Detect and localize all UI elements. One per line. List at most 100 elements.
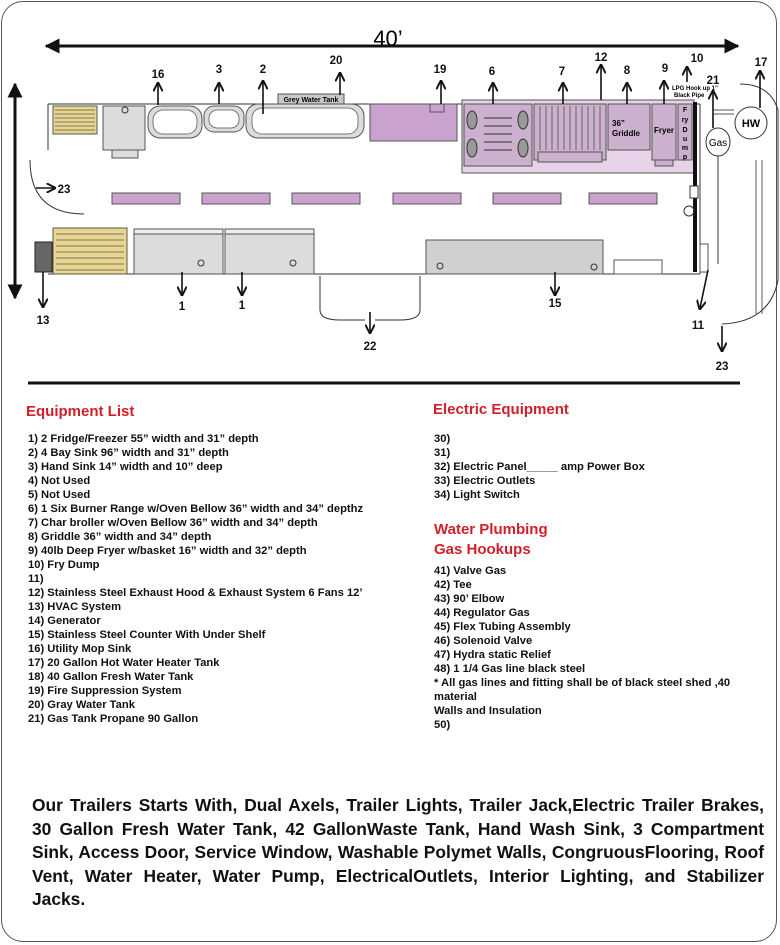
fridge-freezer-2 — [224, 228, 315, 275]
equipment-list: 1) 2 Fridge/Freezer 55” width and 31” de… — [28, 432, 423, 726]
callout-17: 17 — [755, 57, 768, 69]
list-item: 34) Light Switch — [434, 489, 520, 501]
list-item: 11) — [28, 573, 44, 585]
list-item: 45) Flex Tubing Assembly — [434, 621, 571, 633]
callout-arrows — [36, 66, 760, 350]
callout-3: 3 — [216, 64, 222, 76]
stainless-steel-counter — [425, 239, 604, 275]
callout-13: 13 — [37, 315, 50, 327]
list-item: 20) Gray Water Tank — [28, 699, 135, 711]
hvac-unit — [34, 241, 53, 273]
list-item: 17) 20 Gallon Hot Water Heater Tank — [28, 657, 220, 669]
list-item: 16) Utility Mop Sink — [28, 643, 132, 655]
list-item: 4) Not Used — [28, 475, 91, 487]
fry-dump-label-2: ry — [682, 117, 689, 124]
callout-10: 10 — [691, 53, 704, 65]
list-item: 42) Tee — [434, 579, 472, 591]
list-item: 9) 40lb Deep Fryer w/basket 16” width an… — [28, 545, 307, 557]
water-plumbing-title: Water Plumbing — [434, 521, 548, 538]
service-window — [613, 259, 663, 275]
lpg-label-line2: Black Pipe — [674, 93, 705, 99]
callout-22: 22 — [364, 341, 377, 353]
hand-sink — [203, 105, 245, 133]
griddle-label: Griddle — [612, 129, 641, 138]
list-item: 31) — [434, 447, 451, 459]
fry-dump-label-1: F — [683, 107, 688, 114]
list-item: 33) Electric Outlets — [434, 475, 536, 487]
list-item: 41) Valve Gas — [434, 565, 507, 577]
list-item: 18) 40 Gallon Fresh Water Tank — [28, 671, 194, 683]
list-item: 15) Stainless Steel Counter With Under S… — [28, 629, 266, 641]
fire-suppression-system — [369, 103, 458, 142]
list-item: 19) Fire Suppression System — [28, 685, 182, 697]
grey-water-tank: Grey Water Tank — [277, 93, 345, 105]
utility-mop-sink — [102, 105, 146, 159]
center-rail — [111, 192, 658, 205]
callout-16: 16 — [152, 69, 165, 81]
list-item: 44) Regulator Gas — [434, 607, 530, 619]
four-bay-sink — [147, 105, 203, 139]
list-item: 47) Hydra static Relief — [434, 649, 551, 661]
list-item: 1) 2 Fridge/Freezer 55” width and 31” de… — [28, 433, 259, 445]
callout-2: 2 — [260, 64, 266, 76]
width-dimension-label: 40’ — [373, 26, 402, 51]
gas-hookups-title: Gas Hookups — [434, 541, 531, 558]
list-item: 21) Gas Tank Propane 90 Gallon — [28, 713, 199, 725]
callout-1-first: 1 — [179, 301, 186, 313]
griddle-size-label: 36” — [612, 119, 625, 128]
list-item: 14) Generator — [28, 615, 101, 627]
list-item: 43) 90’ Elbow — [434, 593, 505, 605]
griddle: 36” Griddle — [607, 103, 651, 151]
list-item: 50) — [434, 719, 451, 731]
list-item: 3) Hand Sink 14” width and 10” deep — [28, 461, 223, 473]
list-item: 6) 1 Six Burner Range w/Oven Bellow 36” … — [28, 503, 364, 515]
water-gas-list: 41) Valve Gas 42) Tee 43) 90’ Elbow 44) Reg… — [434, 564, 759, 732]
callout-1-second: 1 — [239, 300, 246, 312]
fry-dump-label-6: p — [683, 154, 687, 161]
list-item: * All gas lines and fitting shall be of … — [434, 677, 731, 703]
valve-icon — [689, 185, 699, 199]
list-item: 30) — [434, 433, 451, 445]
fresh-water-tank-top — [52, 105, 98, 135]
grey-water-tank-label: Grey Water Tank — [284, 97, 339, 104]
gas-tank-label: Gas — [709, 138, 727, 149]
deep-fryer: Fryer — [651, 103, 677, 167]
callout-19: 19 — [434, 64, 447, 76]
callout-numbers: 16 3 2 20 19 6 7 12 8 9 10 21 17 23 13 1… — [37, 52, 768, 373]
six-burner-range — [463, 103, 533, 167]
lpg-label-line1: LPG Hook up 1” — [672, 86, 718, 92]
fry-dump-label-3: D — [682, 127, 687, 134]
list-item: 46) Solenoid Valve — [434, 635, 533, 647]
list-item: 48) 1 1/4 Gas line black steel — [434, 663, 586, 675]
char-broiler — [533, 103, 607, 163]
list-item: 32) Electric Panel_____ amp Power Box — [434, 461, 645, 473]
list-item: Walls and Insulation — [434, 705, 542, 717]
callout-11: 11 — [692, 320, 705, 332]
three-compartment-sink — [245, 103, 365, 139]
floor-plan: 40’ — [7, 26, 779, 385]
width-dimension: 40’ — [44, 26, 740, 54]
fry-dump-label-4: u — [683, 136, 687, 143]
callout-23-left: 23 — [58, 184, 71, 196]
hot-water-heater-label: HW — [742, 118, 761, 130]
electric-equipment-list: 30) 31) 32) Electric Panel_____ amp Power … — [434, 432, 764, 502]
callout-6: 6 — [489, 66, 495, 78]
side-panel — [699, 243, 709, 273]
list-item: 5) Not Used — [28, 489, 91, 501]
fry-dump-label-5: m — [682, 145, 688, 152]
callout-7: 7 — [559, 66, 565, 78]
list-item: 8) Griddle 36” width and 34” depth — [28, 531, 212, 543]
fresh-water-tank-bottom — [52, 227, 128, 275]
fridge-freezer-1 — [133, 228, 224, 275]
hot-water-heater: HW — [734, 106, 768, 140]
electric-equipment-title: Electric Equipment — [433, 401, 569, 418]
equipment-list-title: Equipment List — [26, 403, 135, 420]
list-item: 10) Fry Dump — [28, 559, 100, 571]
callout-9: 9 — [662, 63, 668, 75]
gas-tank: Gas — [705, 127, 731, 157]
list-item: 7) Char broller w/Oven Bellow 36” width … — [28, 517, 318, 529]
callout-8: 8 — [624, 65, 631, 77]
callout-23-right: 23 — [716, 361, 729, 373]
list-item: 13) HVAC System — [28, 601, 122, 613]
